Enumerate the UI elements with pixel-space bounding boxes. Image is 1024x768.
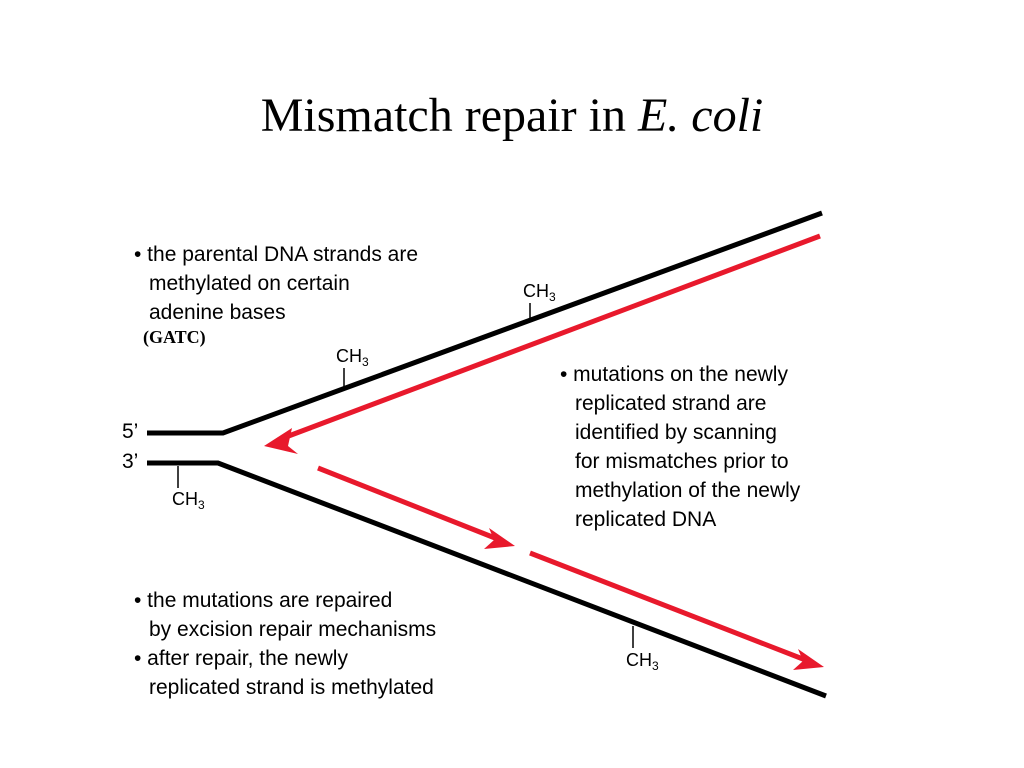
title-organism: E. coli [637,89,764,142]
mutations-note: • mutations on the newly replicated stra… [560,360,800,534]
leading-strand-arrow [264,233,821,454]
methyl-label-2: CH3 [336,346,369,369]
top-parental-strand [147,210,823,436]
methyl-label-text: CH [626,650,652,670]
repair-note-line: • after repair, the newly [134,647,348,670]
slide-title: Mismatch repair in E. coli [0,88,1024,143]
title-text: Mismatch repair in [260,89,638,142]
lagging-strand-arrow-1 [317,465,515,549]
lagging-strand-arrow-2 [529,550,824,670]
methyl-label-4: CH3 [626,650,659,673]
repair-note-line: by excision repair mechanisms [149,618,437,641]
methyl-label-subscript: 3 [362,355,369,369]
mutations-note-line: • mutations on the newly [560,363,788,386]
bottom-parental-strand [147,460,827,699]
methyl-label-text: CH [523,281,549,301]
mutations-note-line: methylation of the newly [575,479,801,502]
methyl-label-subscript: 3 [198,498,205,512]
methyl-label-3: CH3 [172,489,205,512]
mutations-note-line: for mismatches prior to [575,450,789,473]
mutations-note-line: replicated DNA [575,508,717,531]
parental-note-line: methylated on certain [149,272,350,295]
parental-note-line: adenine bases [149,301,286,324]
five-prime-label: 5’ [122,420,139,443]
methyl-label-text: CH [336,346,362,366]
mutations-note-line: identified by scanning [575,421,777,444]
gatc-label: (GATC) [143,327,206,347]
methyl-label-1: CH3 [523,281,556,304]
repair-note-line: replicated strand is methylated [149,676,434,699]
mutations-note-line: replicated strand are [575,392,767,415]
methyl-label-subscript: 3 [652,659,659,673]
methyl-label-subscript: 3 [549,290,556,304]
parental-note: • the parental DNA strands are methylate… [134,240,418,327]
parental-note-line: • the parental DNA strands are [134,243,419,266]
methyl-label-text: CH [172,489,198,509]
repair-note: • the mutations are repaired by excision… [134,586,436,702]
three-prime-label: 3’ [122,450,139,473]
repair-note-line: • the mutations are repaired [134,589,393,612]
